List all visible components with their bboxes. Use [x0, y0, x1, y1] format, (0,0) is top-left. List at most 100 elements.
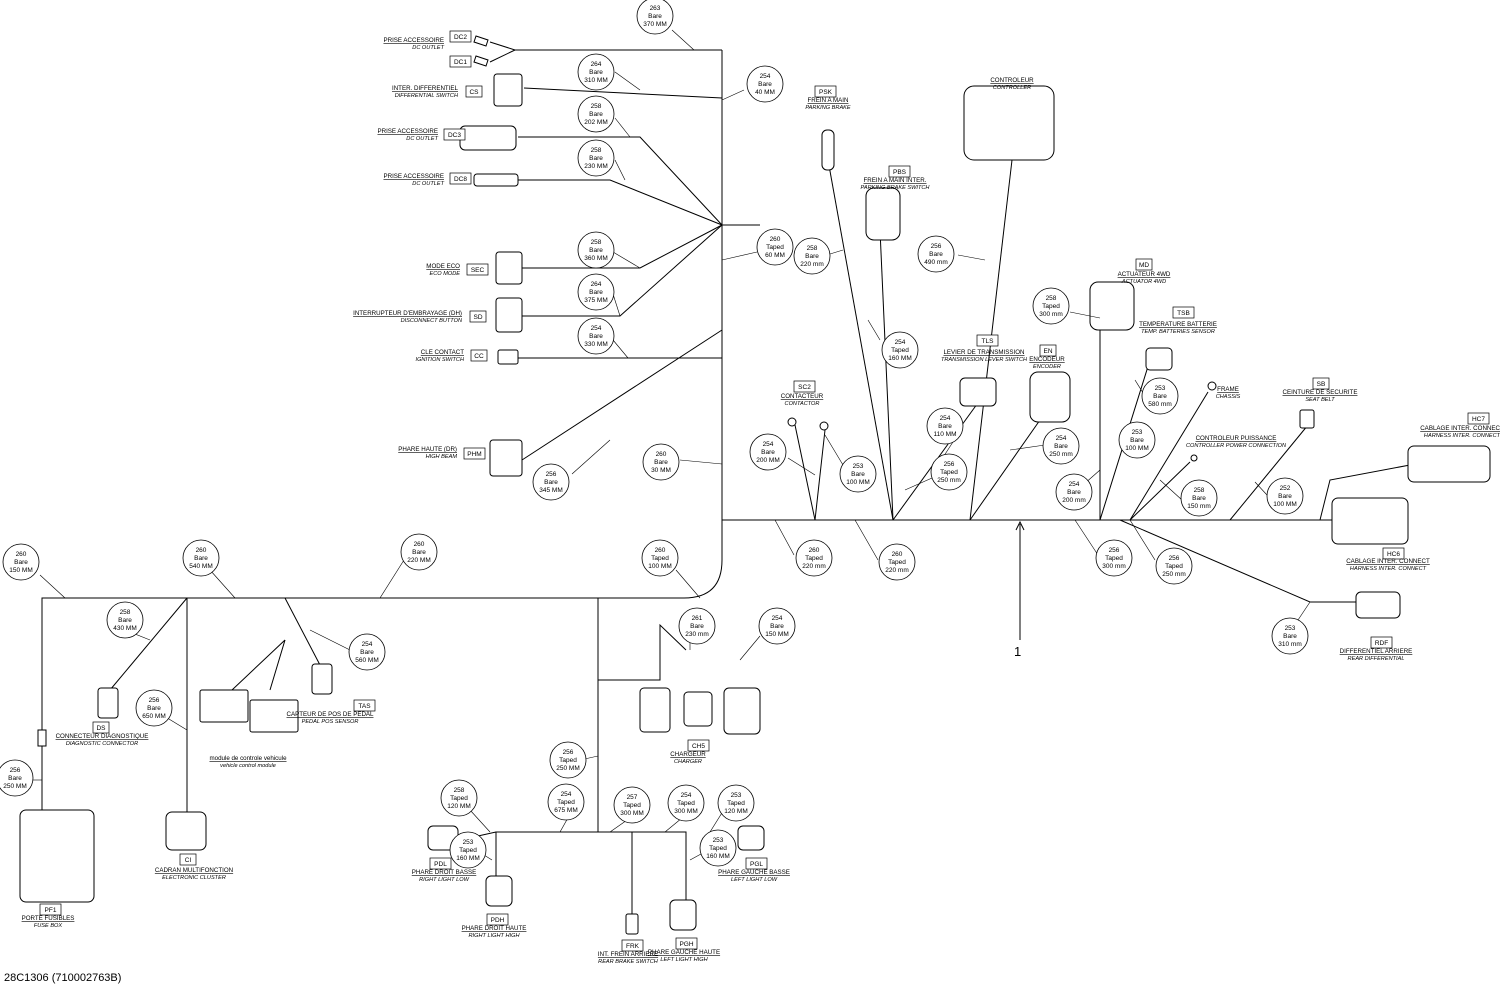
component-name-fr: PHARE DROIT BASSE [412, 869, 477, 876]
charger-connector-1-icon [639, 687, 671, 733]
bubble-circle [749, 433, 787, 471]
bubble-text-l3: 650 MM [142, 713, 165, 720]
component-name-en: FUSE BOX [34, 923, 63, 929]
bubble-circle [1266, 477, 1304, 515]
bubble-text-l3: 150 mm [1187, 503, 1210, 510]
sec-wire [522, 224, 723, 269]
component-name-en: REAR BRAKE SWITCH [598, 959, 659, 965]
cp-terminal-icon [1190, 454, 1198, 462]
bubble-text-l1: 258 [591, 103, 602, 110]
component-name-en: ENCODER [1033, 364, 1061, 370]
lead-b28 [1074, 519, 1099, 556]
bubble-text-l3: 250 mm [1162, 571, 1185, 578]
bubble-circle [182, 539, 220, 577]
bubble-text-l1: 260 [16, 551, 27, 558]
component-code-box [465, 85, 483, 98]
bubble-text-l3: 220 mm [802, 563, 825, 570]
dc2-wire [489, 41, 516, 51]
dc1-wire [489, 49, 516, 63]
bubble-text-l2: Taped [891, 347, 909, 354]
lead-b04 [614, 117, 631, 138]
component-code-box [745, 857, 768, 870]
bubble-text-l1: 253 [1132, 429, 1143, 436]
hc6-connector-icon [1331, 497, 1409, 545]
bubble-text-l3: 580 mm [1148, 401, 1171, 408]
bubble-circle [135, 689, 173, 727]
component-code-box [1467, 412, 1490, 425]
component-name-en: DC OUTLET [406, 136, 438, 142]
lead-b09 [721, 251, 758, 261]
bubble-text-l3: 360 MM [584, 255, 607, 262]
bubble-text-l1: 254 [561, 791, 572, 798]
bubble-text-l2: Bare [118, 617, 132, 624]
component-code-box [1382, 547, 1405, 560]
component-name-en: REAR DIFFERENTIAL [1348, 656, 1405, 662]
bubble-circle [878, 543, 916, 581]
component-name-en: ELECTRONIC CLUSTER [162, 875, 226, 881]
component-name-fr: CONTROLEUR [990, 77, 1034, 84]
bubble-circle [1180, 479, 1218, 517]
component-name-fr: PHARE GAUCHE HAUTE [648, 949, 720, 956]
lead-b26 [774, 519, 795, 556]
component-name-fr: PHARE GAUCHE BASSE [718, 869, 790, 876]
component-code-box [1039, 344, 1057, 357]
bubble-circle [746, 65, 784, 103]
bubble-leaders [30, 29, 1311, 861]
dc1-connector-icon [473, 55, 489, 67]
lead-b07 [612, 293, 621, 317]
phm-connector-icon [489, 439, 523, 477]
component-name-fr: CAPTEUR DE POS DE PEDAL [287, 711, 375, 718]
bubble-text-l1: 260 [196, 547, 207, 554]
bubble-text-l3: 30 MM [651, 467, 671, 474]
lead-b03 [721, 89, 745, 101]
bubble-text-l2: Bare [938, 423, 952, 430]
bubble-circle [577, 139, 615, 177]
bubble-text-l1: 254 [591, 325, 602, 332]
bubble-text-l2: Bare [1054, 443, 1068, 450]
sb-connector-icon [1299, 409, 1315, 429]
component-name-en: DIFFERENTIAL SWITCH [395, 93, 459, 99]
bubble-text-l1: 254 [1069, 481, 1080, 488]
bubble-circle [678, 607, 716, 645]
vertical-trunk [41, 50, 723, 840]
bubble-text-l2: Taped [623, 802, 641, 809]
lead-b24 [1159, 479, 1183, 501]
bubble-circle [1055, 473, 1093, 511]
component-name-en: CONTROLLER [993, 85, 1031, 91]
bubble-text-l3: 220 mm [885, 567, 908, 574]
bubble-text-l1: 260 [809, 547, 820, 554]
component-name-en: DISCONNECT BUTTON [401, 318, 463, 324]
component-name-fr: PRISE ACCESSOIRE [383, 173, 444, 180]
lead-b01 [671, 29, 695, 51]
bubble-text-l1: 254 [362, 641, 373, 648]
component-name-fr: PORTE FUSIBLES [22, 915, 75, 922]
component-name-fr: FREIN A MAIN INTER. [864, 177, 927, 184]
bubble-text-l3: 200 MM [756, 457, 779, 464]
component-code: CH5 [692, 743, 705, 750]
bubble-text-l2: Taped [1165, 563, 1183, 570]
pbs-wire [879, 229, 894, 521]
bubble-circle [717, 784, 755, 822]
bubble-text-l1: 256 [149, 697, 160, 704]
component-code: SEC [471, 267, 485, 274]
component-name-en: LEFT LIGHT LOW [731, 877, 778, 883]
bubble-text-l1: 253 [731, 792, 742, 799]
bubble-text-l3: 100 MM [1273, 501, 1296, 508]
component-code: SB [1317, 381, 1326, 388]
bubble-text-l2: Taped [450, 795, 468, 802]
bubble-text-l1: 253 [713, 837, 724, 844]
